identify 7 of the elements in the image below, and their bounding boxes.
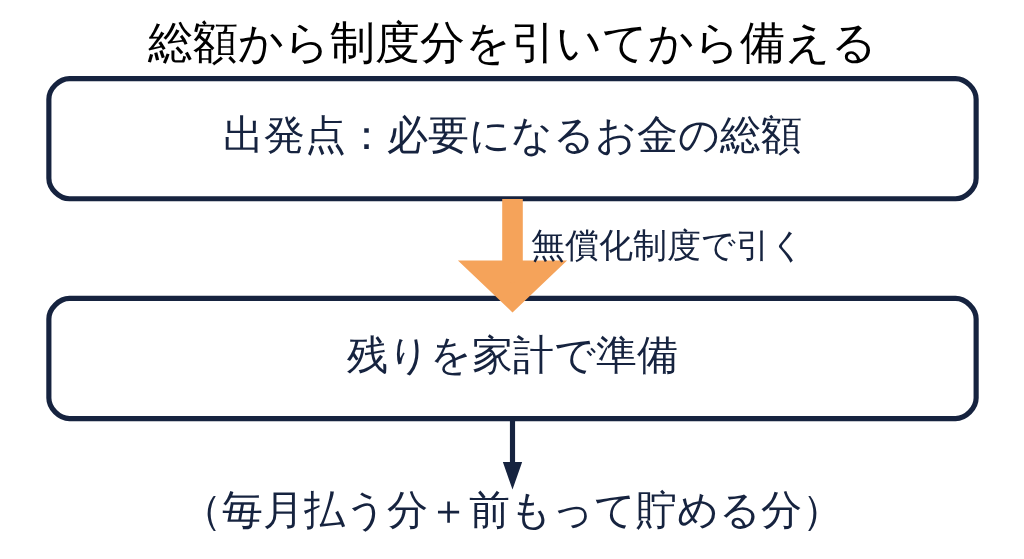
diagram-title: 総額から制度分を引いてから備える xyxy=(147,16,877,69)
edge-label: 無償化制度で引く xyxy=(530,225,805,266)
arrow xyxy=(502,418,522,490)
node-box: 残りを家計で準備 xyxy=(45,295,979,422)
node-text: （毎月払う分＋前もって貯める分） xyxy=(181,485,843,534)
node-box: 出発点：必要になるお金の総額 xyxy=(45,76,979,202)
arrow xyxy=(457,198,567,313)
